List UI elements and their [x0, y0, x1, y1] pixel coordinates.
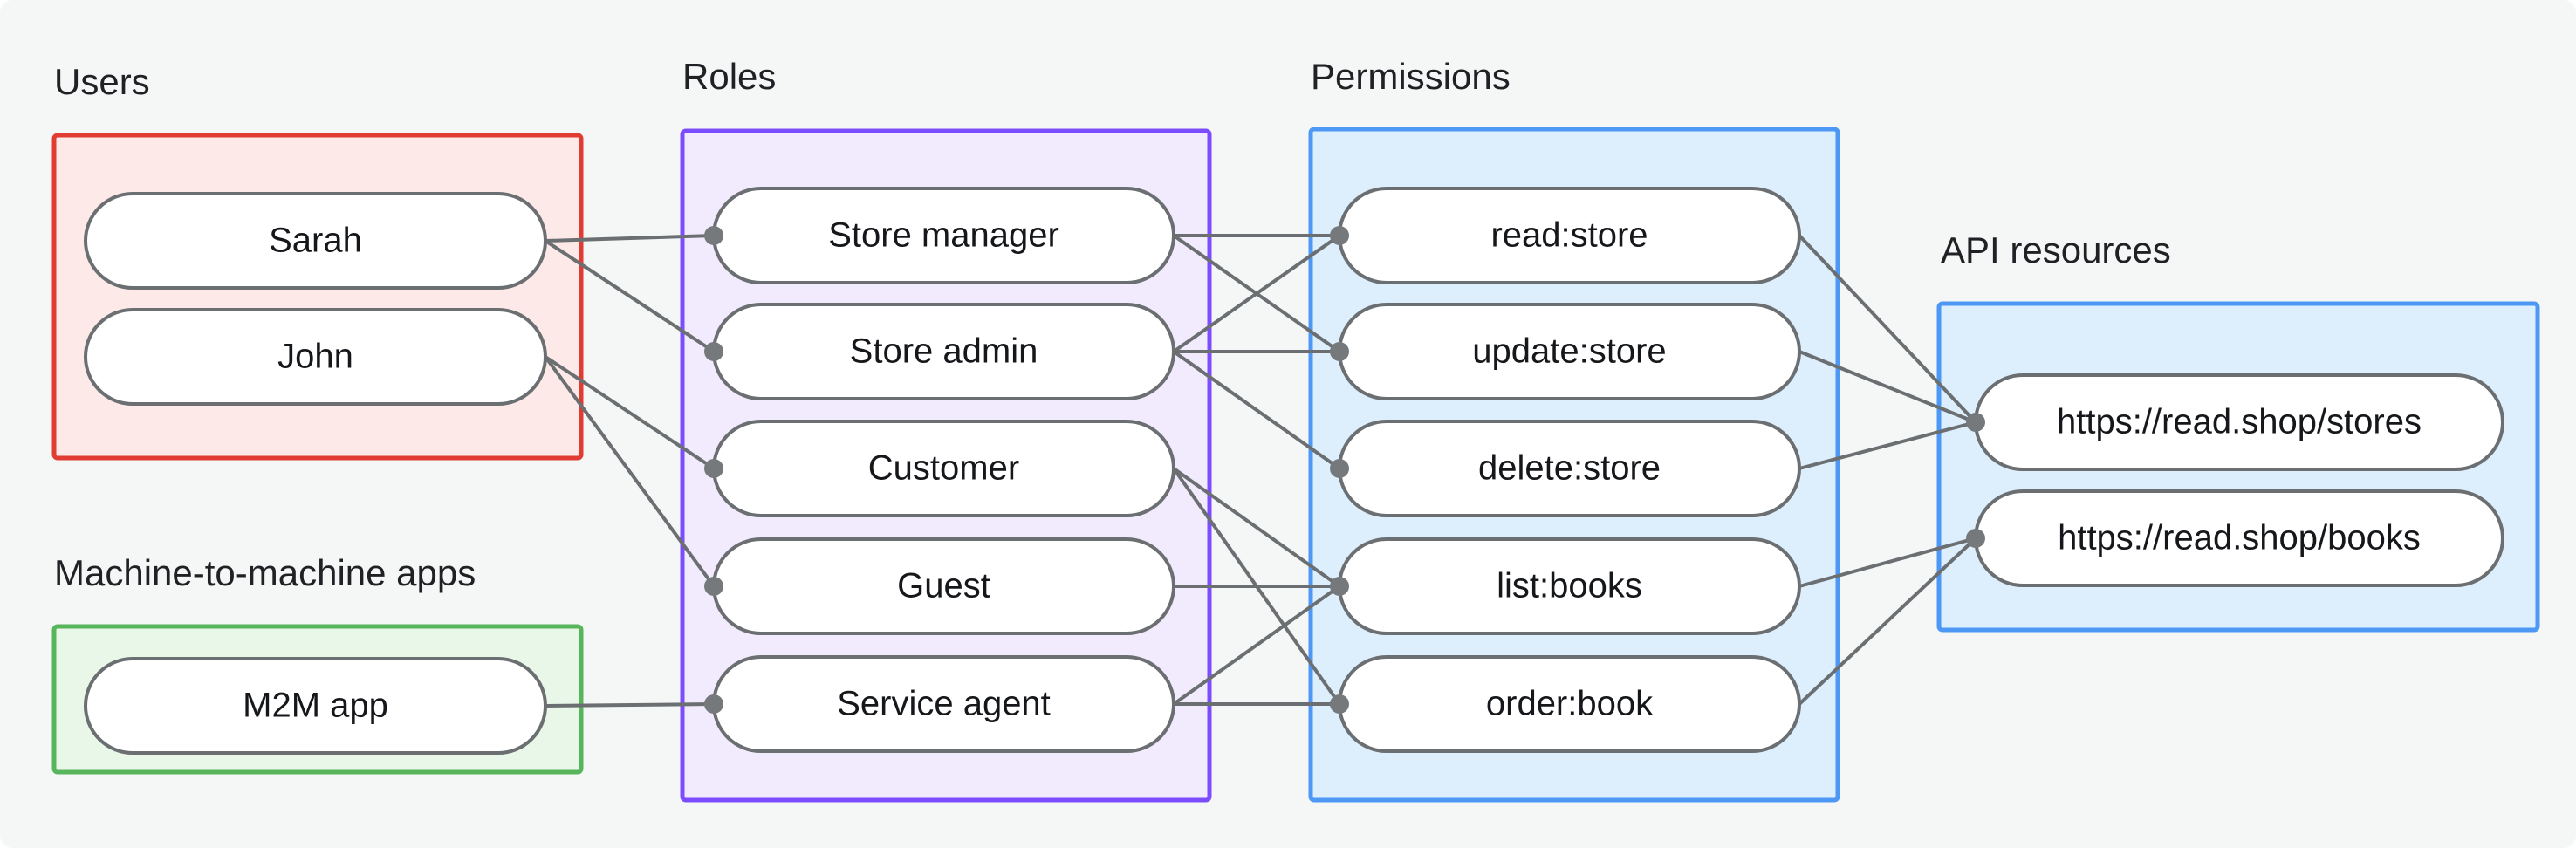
edge-endpoint-dot — [1330, 577, 1349, 596]
node-label-m2mapp: M2M app — [243, 687, 388, 725]
group-title-roles: Roles — [682, 56, 776, 97]
node-m2mapp[interactable] — [84, 657, 547, 755]
node-label-store-manager: Store manager — [828, 216, 1059, 255]
group-title-m2m: Machine-to-machine apps — [54, 552, 476, 593]
group-title-api-resources: API resources — [1941, 229, 2171, 270]
edge-order-book-to-res-books — [1798, 537, 1977, 706]
node-label-delete-store: delete:store — [1478, 449, 1661, 488]
edge-sarah-to-store-admin — [544, 239, 716, 353]
node-sarah[interactable] — [84, 192, 547, 290]
node-label-list-books: list:books — [1497, 567, 1642, 605]
edge-service-agent-to-list-books — [1172, 585, 1341, 706]
edges-layer — [544, 234, 1977, 708]
edge-update-store-to-res-stores — [1798, 350, 1977, 424]
node-label-guest: Guest — [897, 567, 990, 605]
edge-store-admin-to-read-store — [1172, 234, 1341, 353]
node-label-read-store: read:store — [1490, 216, 1648, 255]
edge-sarah-to-store-manager — [545, 234, 715, 243]
edge-endpoint-dot — [1330, 342, 1349, 361]
edge-read-store-to-res-stores — [1798, 234, 1977, 424]
edge-m2mapp-to-service-agent — [545, 702, 715, 708]
edge-delete-store-to-res-stores — [1798, 421, 1977, 470]
node-label-john: John — [277, 338, 353, 376]
group-title-permissions: Permissions — [1311, 56, 1511, 97]
node-label-sarah: Sarah — [269, 222, 362, 260]
edge-endpoint-dot — [704, 577, 723, 596]
edge-endpoints-layer — [704, 226, 1985, 714]
edge-endpoint-dot — [1966, 529, 1985, 548]
edge-endpoint-dot — [704, 342, 723, 361]
node-label-res-stores: https://read.shop/stores — [2057, 403, 2422, 441]
edge-endpoint-dot — [1330, 226, 1349, 245]
edge-endpoint-dot — [1330, 694, 1349, 714]
edge-endpoint-dot — [704, 459, 723, 478]
node-label-order-book: order:book — [1486, 685, 1654, 723]
group-title-users: Users — [54, 61, 150, 102]
node-label-service-agent: Service agent — [837, 685, 1051, 723]
node-label-update-store: update:store — [1472, 332, 1666, 371]
node-label-res-books: https://read.shop/books — [2058, 519, 2421, 557]
edge-customer-to-list-books — [1172, 467, 1341, 588]
edge-store-admin-to-delete-store — [1172, 350, 1341, 470]
edge-endpoint-dot — [1966, 413, 1985, 432]
node-john[interactable] — [84, 308, 547, 406]
node-label-customer: Customer — [868, 449, 1019, 488]
edge-endpoint-dot — [704, 226, 723, 245]
edge-endpoint-dot — [1330, 459, 1349, 478]
edge-john-to-customer — [544, 355, 716, 470]
edge-john-to-guest — [544, 355, 716, 588]
node-label-store-admin: Store admin — [850, 332, 1038, 371]
group-box-users — [51, 133, 584, 461]
edge-endpoint-dot — [704, 694, 723, 714]
edge-list-books-to-res-books — [1798, 537, 1977, 588]
